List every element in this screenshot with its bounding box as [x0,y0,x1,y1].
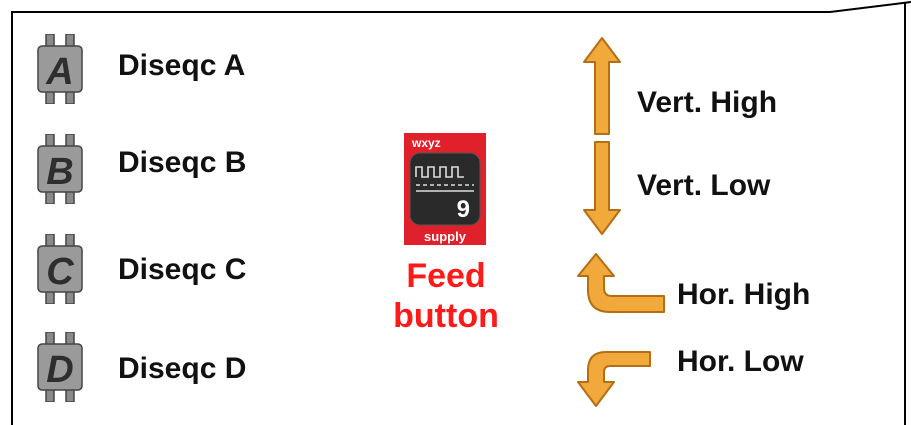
arrow-up-icon [583,37,621,135]
feed-label-line2: button [393,297,499,335]
arrow-down-icon [583,141,621,235]
vert-high-label: Vert. High [637,86,778,119]
hor-high-label: Hor. High [677,278,811,311]
diseqc-c-icon: C [37,234,83,304]
hor-low-label: Hor. Low [677,345,804,378]
diseqc-d-icon: D [37,332,83,402]
diseqc-b-label: Diseqc B [118,146,247,179]
diseqc-d-label: Diseqc D [118,352,247,385]
diseqc-c-label: Diseqc C [118,253,247,286]
arrow-turn-left-down-icon [577,351,651,407]
feed-icon-top-text: wxyz [411,136,441,150]
svg-text:C: C [46,251,74,293]
feed-supply-button-icon: wxyz 9 supply [404,133,486,245]
svg-text:A: A [45,51,73,93]
arrow-turn-left-up-icon [577,253,665,313]
svg-text:B: B [46,151,73,193]
feed-icon-digit: 9 [457,196,470,223]
diseqc-a-icon: A [37,34,83,104]
svg-text:D: D [46,349,73,391]
feed-label-line1: Feed [406,257,486,295]
feed-icon-bottom-text: supply [424,229,467,244]
diseqc-b-icon: B [37,134,83,204]
vert-low-label: Vert. Low [637,169,771,202]
diseqc-a-label: Diseqc A [118,49,246,82]
